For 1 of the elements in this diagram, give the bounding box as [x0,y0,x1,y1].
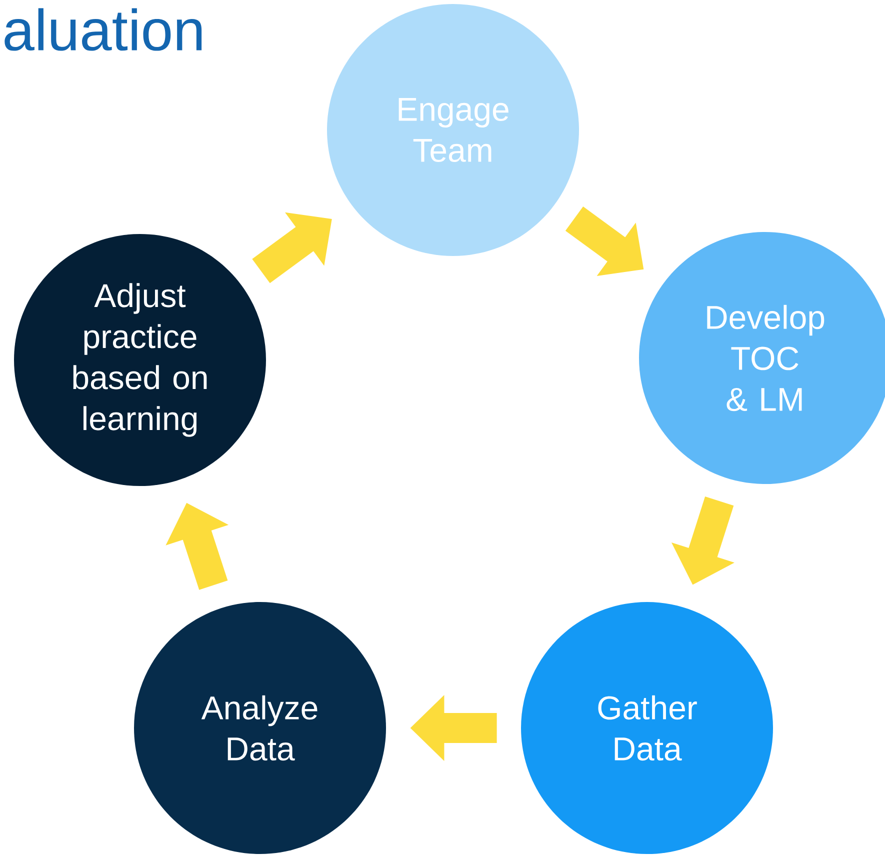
title: aluation [4,8,202,51]
